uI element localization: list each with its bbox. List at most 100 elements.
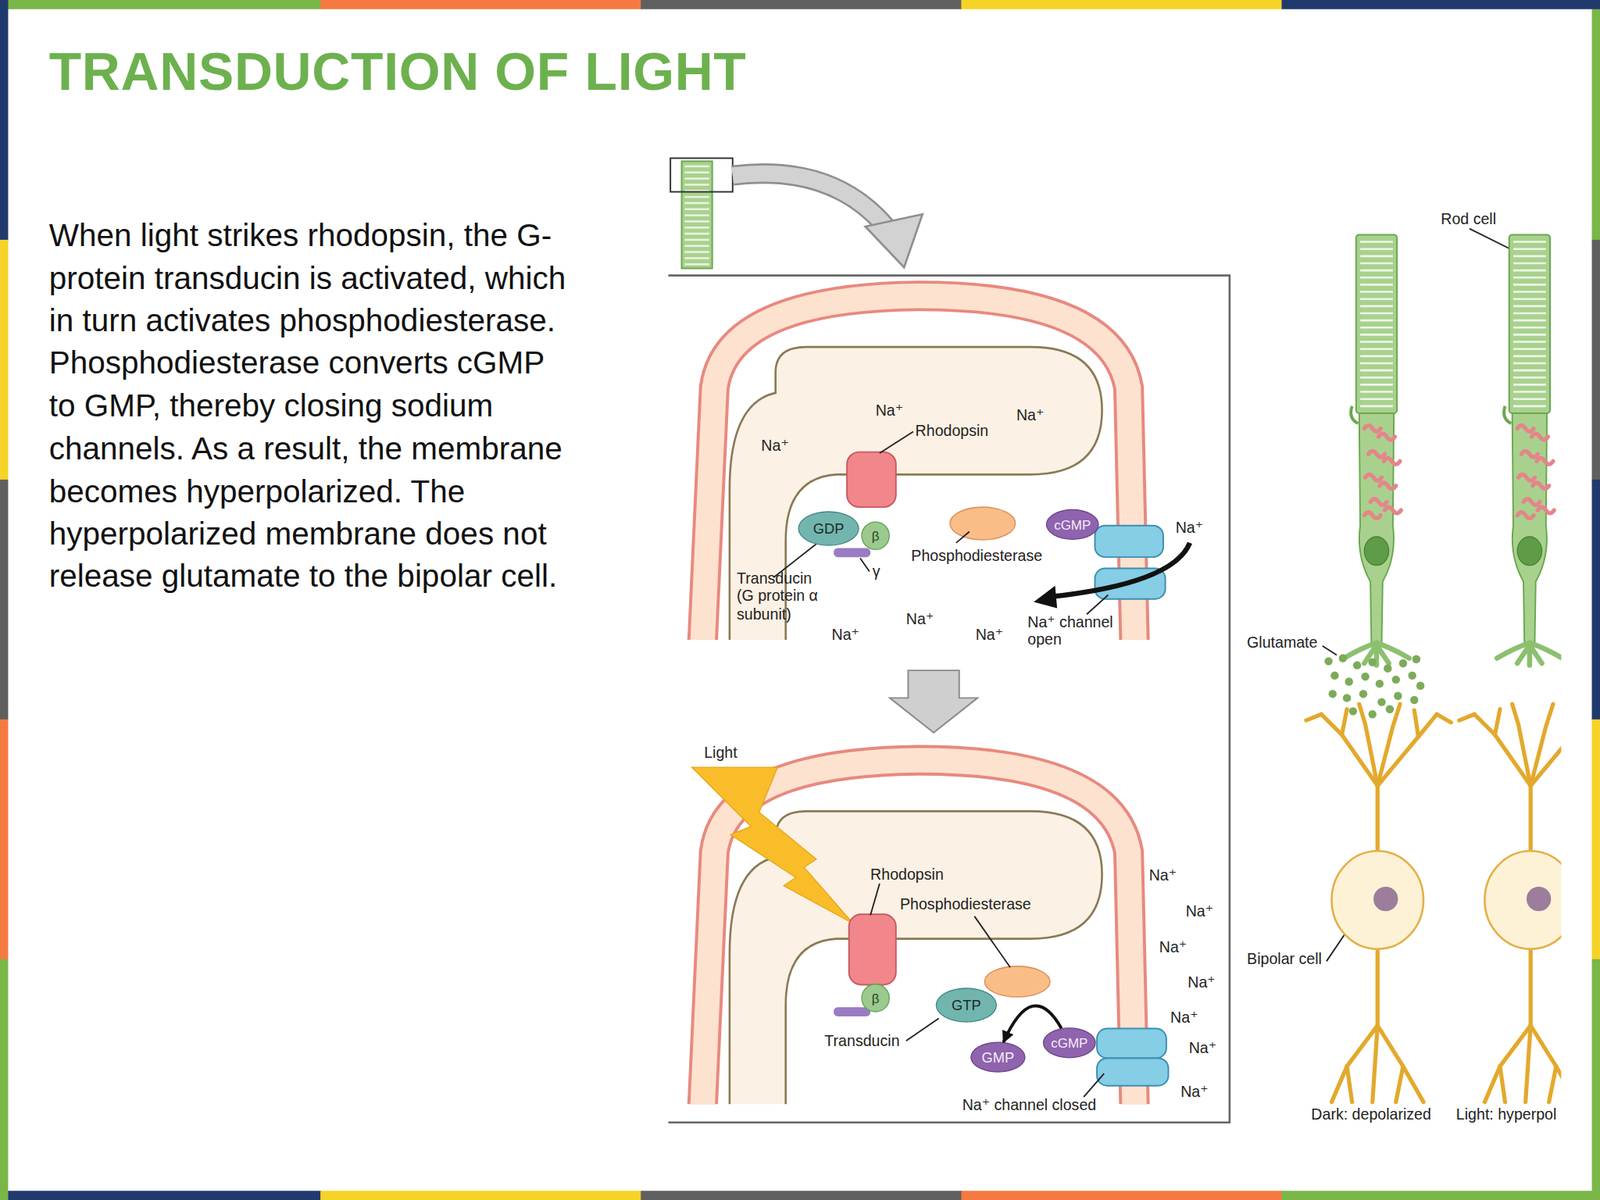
mitochondrion bbox=[1370, 499, 1387, 506]
neurite bbox=[1436, 714, 1451, 722]
rod-disk bbox=[1513, 290, 1547, 293]
rod-disk bbox=[1360, 297, 1393, 300]
part-label: Na⁺ bbox=[906, 610, 934, 629]
rod-disk bbox=[684, 250, 709, 254]
neurite bbox=[1530, 714, 1561, 786]
glutamate-dot bbox=[1412, 655, 1421, 664]
rod-disk bbox=[684, 171, 709, 174]
border-stripe bbox=[960, 1190, 1283, 1200]
border-stripe bbox=[320, 0, 642, 10]
part-label: Na⁺ bbox=[1180, 1082, 1208, 1101]
rod-disk bbox=[684, 214, 709, 217]
glutamate-dot bbox=[1392, 675, 1400, 684]
neurite bbox=[1372, 1025, 1379, 1103]
glutamate-dot bbox=[1339, 653, 1347, 662]
border-stripe bbox=[320, 1190, 642, 1200]
rod-disk bbox=[1360, 319, 1393, 322]
mitochondrion bbox=[1379, 482, 1397, 490]
mitochondrion bbox=[1518, 474, 1536, 481]
plasma-membrane bbox=[702, 296, 1136, 640]
rhodopsin bbox=[846, 452, 897, 508]
border-stripe bbox=[0, 239, 8, 481]
rod-disk bbox=[684, 207, 709, 211]
leader-line bbox=[879, 431, 914, 453]
plasma-membrane bbox=[702, 760, 1136, 1104]
node-text: β bbox=[871, 991, 880, 1005]
leader-line bbox=[860, 557, 870, 572]
glutamate-dot bbox=[1416, 681, 1425, 690]
part-label: Na⁺ bbox=[760, 436, 789, 455]
mitochondrion bbox=[1517, 425, 1534, 433]
rod-disk bbox=[1360, 369, 1393, 372]
molecule-node: β bbox=[860, 983, 890, 1013]
rod-disk bbox=[684, 165, 709, 168]
mitochondrion bbox=[1523, 499, 1540, 506]
mitochondrion bbox=[1368, 450, 1386, 458]
neurite bbox=[1377, 714, 1437, 786]
rod-disk bbox=[1513, 347, 1547, 350]
glutamate-dot bbox=[1353, 660, 1361, 669]
mitochondrion bbox=[1383, 457, 1400, 465]
border-stripe bbox=[0, 0, 322, 10]
part-label: Bipolar cell bbox=[1246, 950, 1322, 968]
part-label: Transducin (G protein α subunit) bbox=[736, 569, 827, 623]
rod-disk bbox=[1513, 369, 1547, 372]
glutamate-dot bbox=[1359, 689, 1368, 698]
mitochondrion bbox=[1378, 433, 1396, 440]
bipolar-soma bbox=[1331, 850, 1424, 949]
light-bolt bbox=[692, 767, 854, 924]
bipolar-soma bbox=[1484, 850, 1561, 949]
rod-disk bbox=[1513, 333, 1547, 336]
node-text: GTP bbox=[951, 997, 982, 1012]
leader-line bbox=[1322, 646, 1337, 656]
glutamate-dot bbox=[1342, 693, 1351, 702]
part-label: Rhodopsin bbox=[915, 421, 990, 440]
part-label: Glutamate bbox=[1246, 633, 1318, 652]
part-label: Na⁺ bbox=[1187, 973, 1215, 992]
part-label: Rhodopsin bbox=[870, 865, 944, 884]
rod-disk bbox=[1360, 355, 1393, 358]
molecule-node: cGMP bbox=[1046, 509, 1100, 540]
part-label: Na⁺ bbox=[1159, 937, 1187, 956]
mitochondrion bbox=[1537, 507, 1554, 514]
rod-disk bbox=[1360, 326, 1393, 329]
rod-disk bbox=[1513, 326, 1547, 329]
rod-disk bbox=[1513, 247, 1547, 250]
part-label: Light bbox=[703, 743, 737, 762]
neurite bbox=[1494, 709, 1500, 736]
leader-line bbox=[1083, 1073, 1104, 1097]
glutamate-dot bbox=[1349, 707, 1358, 715]
rod-disk bbox=[1513, 283, 1547, 286]
zoom-arrow bbox=[732, 173, 886, 227]
glutamate-dot bbox=[1407, 671, 1416, 679]
rod-disk bbox=[1360, 347, 1393, 350]
neurite bbox=[1528, 949, 1533, 1026]
rod-disk bbox=[1513, 405, 1547, 408]
rod-disk bbox=[1513, 397, 1547, 400]
rod-disk bbox=[1360, 390, 1393, 393]
rod-disk bbox=[684, 232, 709, 236]
body-text: When light strikes rhodopsin, the G-prot… bbox=[49, 214, 572, 598]
neurite bbox=[1459, 714, 1475, 721]
neurite bbox=[1528, 785, 1533, 858]
part-label: γ bbox=[872, 562, 881, 581]
border-stripe bbox=[1592, 479, 1600, 721]
border-stripe bbox=[0, 0, 8, 241]
neurite bbox=[1525, 1025, 1532, 1103]
mitochondrion bbox=[1364, 512, 1381, 519]
leader-line bbox=[906, 1018, 940, 1042]
part-label: Na⁺ bbox=[1149, 866, 1177, 885]
part-label: Na⁺ bbox=[875, 400, 904, 419]
rhodopsin bbox=[849, 914, 897, 985]
rod-disk bbox=[1360, 240, 1393, 243]
rod-disk bbox=[1360, 262, 1393, 265]
sodium-channel bbox=[1096, 1028, 1167, 1059]
rod-disk bbox=[684, 244, 709, 247]
rod-disk bbox=[684, 177, 709, 180]
rod-outer-segment bbox=[681, 160, 712, 268]
rod-disk bbox=[1360, 340, 1393, 343]
rod-disk bbox=[1513, 240, 1547, 243]
